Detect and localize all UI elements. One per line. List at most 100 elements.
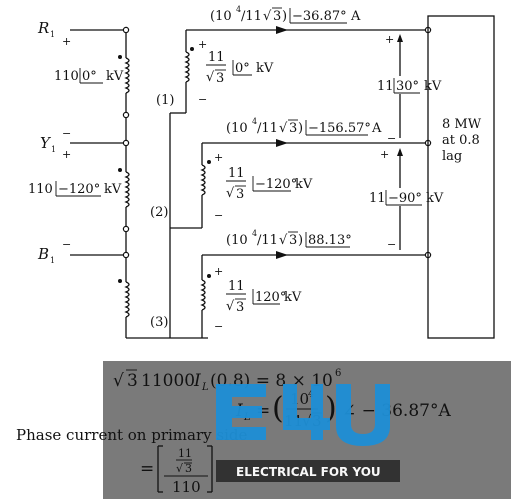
b-phase-label: B [37,245,49,263]
v2-unit: kV [426,191,444,206]
current-label-1: (10 4 /11 √ 3 ) −36.87° A [210,5,361,24]
logo-caption: ELECTRICAL FOR YOU [236,465,381,479]
secondary-coil-2 [200,164,206,196]
yb-node-bottom [122,251,130,259]
coil3-index-label: (3) [150,315,168,330]
secondary-coil-1 [184,51,190,83]
eq2-angle: ∠ − 36.87°A [342,401,451,421]
r-phase-subscript: 1 [50,30,55,39]
i2-exp: 4 [252,117,257,126]
eq1-root-sign: √ [113,371,124,391]
e4u-logo: ELECTRICAL FOR YOU [216,384,400,482]
logo-band [216,460,400,482]
eq3-root-sign: √ [176,462,184,475]
coil2-plus: + [214,151,223,164]
i2-root: 3 [289,121,297,136]
v2-arrow-head [397,148,403,156]
b-polarity-dot [118,279,122,283]
coil2-den: 3 [236,187,244,202]
logo-digit-4 [283,384,330,440]
v2-angle: −90° [388,191,422,206]
load-pf: at 0.8 [442,133,480,148]
coil3-num: 11 [228,279,245,294]
r-voltage-unit: kV [106,69,124,84]
eq1-sub: L [201,382,209,393]
r-voltage-mag: 110 [54,69,79,84]
coil1-minus: − [198,93,207,106]
coil1-unit: kV [256,61,274,76]
coil3-root-sign: √ [226,299,235,314]
load-lag: lag [442,149,462,164]
v1-minus: − [387,132,396,145]
eq2-right-paren: ) [325,391,337,426]
v1-unit: kV [424,79,442,94]
v2-minus: − [387,238,396,251]
i2-mid: /11 [257,121,278,136]
b-primary-coil [124,281,130,318]
v2-label-bg [368,188,450,206]
i1-angle: −36.87° [292,9,347,24]
coil3-den: 3 [236,300,244,315]
r-plus-sign: + [62,35,71,48]
y-plus-sign: + [62,148,71,161]
current-label-2: (10 4 /11 √ 3 ) −156.57° A [226,117,382,136]
i1-root: 3 [273,9,281,24]
line-2-arrow [276,139,288,147]
phase-current-text: Phase current on primary side [16,426,247,444]
eq3-eq: = [140,459,154,479]
coil2-index-label: (2) [150,205,168,220]
i2-root-sign: √ [279,121,288,136]
eq2-left-paren: ( [272,391,284,426]
v2-plus: + [380,148,389,161]
v1-mag: 11 [377,79,394,94]
primary-winding-group: R 1 + 110 0° kV Y 1 − + 110 −120° kV [28,19,208,339]
y-voltage-mag: 110 [28,182,53,197]
eq1-body: 11000 [141,371,195,391]
i3-prefix: (10 [226,233,248,248]
coil3-minus: − [214,320,223,333]
i3-root-sign: √ [279,233,288,248]
coil2-root-sign: √ [226,186,235,201]
coil3-angle: 120° [255,290,286,305]
coil1-root-sign: √ [206,70,215,85]
coil3-unit: kV [284,290,302,305]
i2-prefix: (10 [226,121,248,136]
r-voltage-angle: 0° [82,69,97,84]
coil1-polarity-dot [190,47,194,51]
v1-arrow-head [397,34,403,42]
eq3-num: 11 [178,447,192,460]
i2-close: ) [298,121,303,136]
logo-letter-e [216,384,266,440]
r-primary-coil [124,57,130,94]
coil2-minus: − [214,209,223,222]
yb-node-top [122,225,130,233]
coil2-angle: −120° [255,177,297,192]
y-phase-subscript: 1 [51,145,56,154]
i1-unit: A [350,9,361,24]
secondary-winding-group: + − 11 √ 3 0° kV (1) + − 11 √ 3 −120° kV… [150,30,313,338]
line-3-arrow [276,251,288,259]
line-voltage-indicators: + − 11 30° kV + − 11 −90° kV [368,33,450,251]
i1-prefix: (10 [210,9,232,24]
r-top-node [122,26,130,34]
i2-unit: A [371,121,382,136]
i3-close: ) [298,233,303,248]
i3-angle: 88.13° [308,233,352,248]
eq1-root-arg: 3 [127,371,138,391]
i1-mid: /11 [241,9,262,24]
i3-root: 3 [289,233,297,248]
eq3-root: 3 [185,462,192,475]
y-voltage-unit: kV [104,182,122,197]
coil2-unit: kV [295,177,313,192]
ry-node-top [122,111,130,119]
logo-letter-u [336,384,390,446]
coil2-num: 11 [228,166,245,181]
eq1-var: I [193,371,201,391]
v1-plus: + [385,33,394,46]
ry-node-bottom [122,139,130,147]
i3-exp: 4 [252,229,257,238]
current-label-3: (10 4 /11 √ 3 ) 88.13° [226,229,352,248]
load-rectangle [427,15,495,339]
